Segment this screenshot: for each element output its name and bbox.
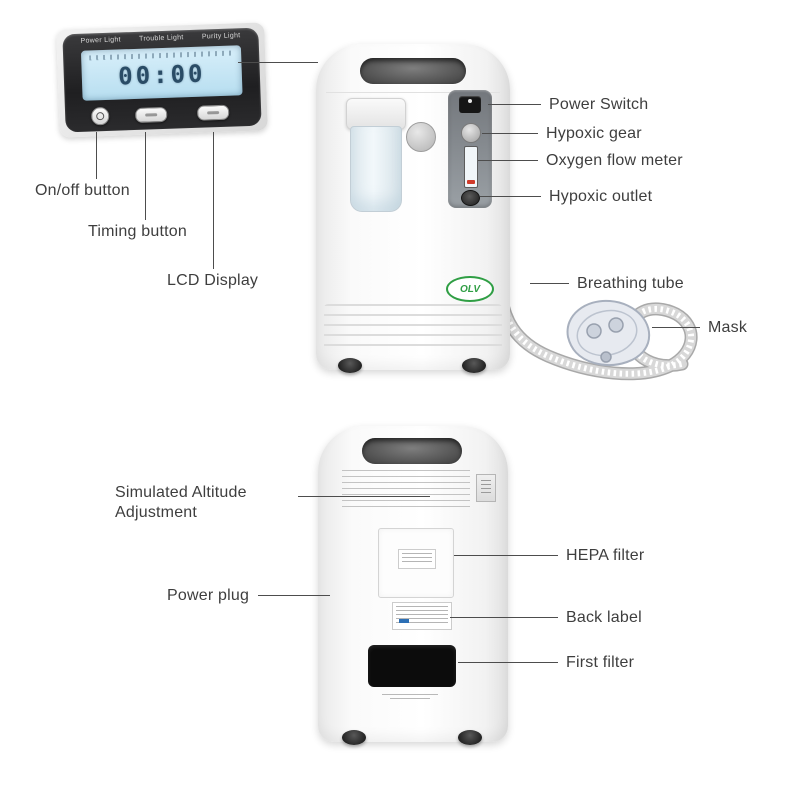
hypoxic-gear-knob [461, 123, 481, 143]
altitude-leader-line [298, 496, 430, 497]
humidifier-knob [406, 122, 436, 152]
back-label-sticker [392, 602, 452, 630]
first-filter-leader-line [458, 662, 558, 663]
caster-wheel [462, 358, 486, 373]
hypoxic-gear-leader-line [482, 133, 538, 134]
power-switch [459, 96, 481, 113]
mask-leader-line [652, 327, 700, 328]
carry-handle [362, 438, 462, 464]
back-label-blue-mark [399, 619, 409, 623]
timing-leader-line [145, 132, 146, 220]
first-filter-grille [368, 645, 456, 687]
label-oxygen-flow-meter: Oxygen flow meter [546, 152, 683, 169]
label-onoff-button: On/off button [35, 182, 130, 199]
hypoxic-outlet [461, 190, 480, 206]
hepa-filter-door [378, 528, 454, 598]
hepa-filter-sticker [398, 549, 436, 569]
oxygen-flow-meter [464, 146, 478, 188]
flow-meter-float [467, 180, 475, 184]
mask [566, 299, 651, 366]
caster-wheel [458, 730, 482, 745]
label-power-plug: Power plug [167, 587, 250, 604]
label-breathing-tube: Breathing tube [577, 275, 684, 292]
sticker-text-lines [402, 553, 432, 565]
oxygen-concentrator-back [318, 426, 508, 745]
power-plug-leader-line [258, 595, 330, 596]
carry-handle [360, 58, 466, 84]
filter-caption-line [382, 694, 438, 695]
filter-caption-line [390, 698, 430, 699]
label-hypoxic-outlet: Hypoxic outlet [549, 188, 653, 205]
label-hepa-filter: HEPA filter [566, 547, 645, 564]
hypoxic-outlet-leader-line [480, 196, 541, 197]
flow-meter-leader-line [478, 160, 538, 161]
sticker-text-lines [396, 606, 448, 626]
warning-sticker [476, 474, 496, 502]
hepa-filter-leader-line [454, 555, 558, 556]
brand-logo-text: OLV [459, 283, 480, 295]
brand-logo: OLV [446, 276, 494, 302]
label-hypoxic-gear: Hypoxic gear [546, 125, 642, 142]
onoff-leader-line [96, 132, 97, 179]
label-lcd-display: LCD Display [167, 272, 259, 289]
power-switch-leader-line [488, 104, 541, 105]
humidifier-cap [346, 98, 406, 130]
label-timing-button: Timing button [88, 223, 187, 240]
label-power-switch: Power Switch [549, 96, 649, 113]
side-control-strip [448, 90, 492, 208]
panel-connector-line [238, 62, 318, 63]
oxygen-concentrator-front: OLV [316, 44, 510, 373]
label-first-filter: First filter [566, 654, 635, 671]
label-mask: Mask [708, 319, 748, 336]
label-back-label: Back label [566, 609, 642, 626]
specification-label [342, 470, 470, 512]
vent-grille [324, 304, 502, 354]
humidifier-bottle [350, 126, 402, 212]
lcd-leader-line [213, 132, 214, 269]
caster-wheel [342, 730, 366, 745]
breathing-tube-leader-line [530, 283, 569, 284]
caster-wheel [338, 358, 362, 373]
back-label-leader-line [450, 617, 558, 618]
label-simulated-altitude-adjustment: Simulated Altitude Adjustment [115, 484, 247, 521]
body-seam [326, 92, 500, 93]
